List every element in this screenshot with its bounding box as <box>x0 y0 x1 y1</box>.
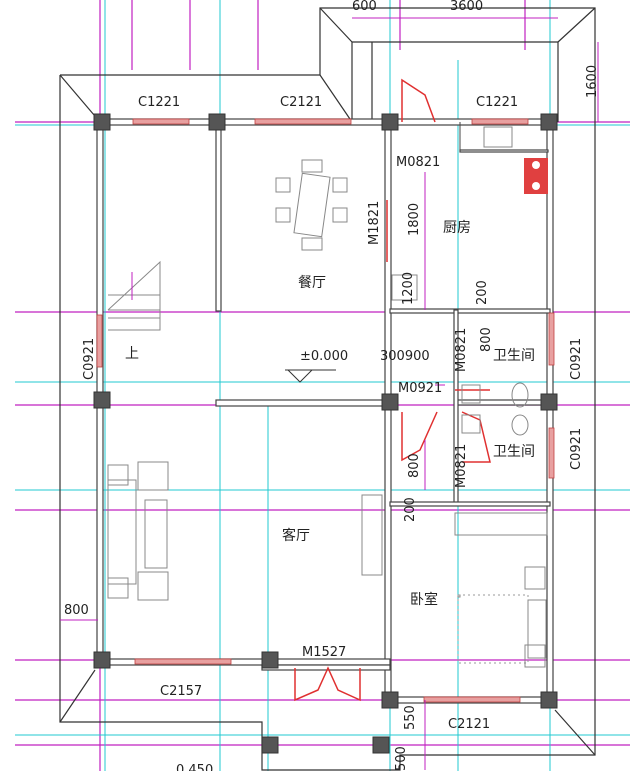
dimension-label: 800 <box>64 603 89 618</box>
door-label: M0821 <box>454 328 469 372</box>
dimension-label: 600 <box>352 0 377 14</box>
bed-icon <box>457 566 547 668</box>
doors <box>294 78 491 702</box>
dimension-label: 1200 <box>401 272 416 305</box>
dimension-label: 300900 <box>380 349 430 364</box>
door-label: M0821 <box>396 155 440 170</box>
roof-outline <box>59 7 596 771</box>
tv-cabinet-icon <box>361 494 383 576</box>
window-label: C0921 <box>569 338 584 380</box>
door-label: M0921 <box>398 381 442 396</box>
window-label: C2121 <box>280 95 322 110</box>
stair-icon <box>107 260 161 331</box>
dimension-label: 550 <box>403 705 418 730</box>
room-label-living: 客厅 <box>282 527 310 544</box>
dimension-label: 200 <box>475 280 490 305</box>
window-label: C0921 <box>82 338 97 380</box>
room-label-bedroom: 卧室 <box>410 591 438 608</box>
sofa-icon <box>107 461 169 601</box>
fridge-icon <box>391 274 418 301</box>
dimension-label: 1600 <box>585 65 600 98</box>
room-label-dining: 餐厅 <box>298 275 326 291</box>
furniture <box>107 126 548 668</box>
room-label-bath1: 卫生间 <box>493 348 535 364</box>
dimension-label: 3600 <box>450 0 483 14</box>
window-label: C2121 <box>448 717 490 732</box>
stair-up-label: 上 <box>125 346 139 362</box>
wardrobe-icon <box>454 512 548 536</box>
dimension-label: 500 <box>394 746 409 771</box>
dimension-label: 800 <box>479 327 494 352</box>
columns <box>93 113 558 754</box>
door-label: M1821 <box>367 201 382 245</box>
window-label: C1221 <box>138 95 180 110</box>
window-label: C2157 <box>160 684 202 699</box>
room-label-bath2: 卫生间 <box>493 444 535 460</box>
elevation-marker-icon <box>285 369 336 383</box>
elevation-label: ±0.000 <box>300 349 348 364</box>
sink-icon <box>483 126 513 148</box>
dimension-label: 0.450 <box>176 763 213 771</box>
dimension-label: 1800 <box>407 203 422 236</box>
door-label: M0821 <box>454 444 469 488</box>
windows <box>96 118 555 703</box>
door-label: M1527 <box>302 645 346 660</box>
dimension-lines <box>60 17 599 770</box>
dimension-label: 200 <box>403 497 418 522</box>
labels: 餐厅 厨房 卫生间 卫生间 客厅 卧室 上 C1221 C2121 C1221 … <box>64 0 600 771</box>
window-label: C1221 <box>476 95 518 110</box>
window-label: C0921 <box>569 428 584 470</box>
toilet-icon <box>461 382 529 436</box>
room-label-kitchen: 厨房 <box>443 220 471 236</box>
walls <box>96 118 554 705</box>
dimension-label: 800 <box>407 453 422 478</box>
stove-icon <box>524 158 548 194</box>
dining-table-icon <box>275 159 348 251</box>
